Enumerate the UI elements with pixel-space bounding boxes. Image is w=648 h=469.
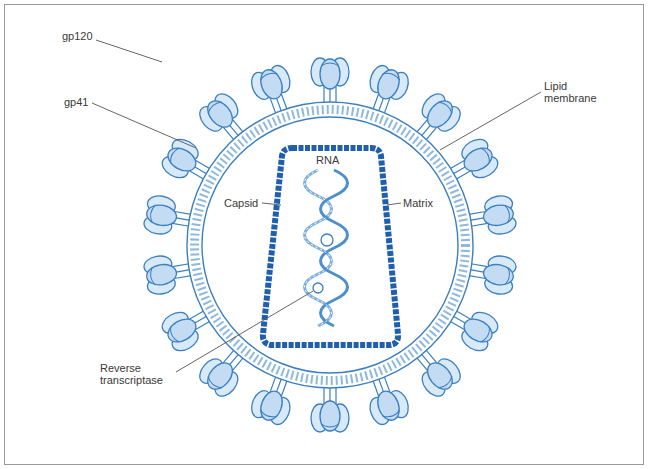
component-label: Capsid: [224, 197, 258, 209]
component-label: Matrix: [403, 197, 433, 209]
protein-label: gp41: [64, 96, 88, 108]
protein-label: gp120: [62, 30, 93, 42]
component-label: RNA: [314, 154, 341, 166]
enzyme-label: Reverse transcriptase: [100, 362, 180, 386]
component-label: Lipid membrane: [544, 80, 616, 104]
